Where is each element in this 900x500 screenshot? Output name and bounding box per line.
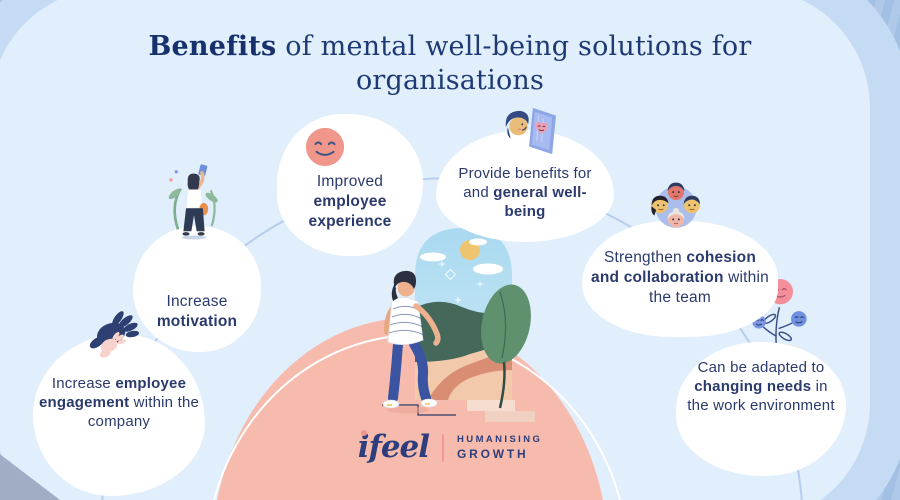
tagline-line2: GROWTH <box>457 447 529 461</box>
brand-logo: ifeel HUMANISING GROWTH <box>0 429 900 465</box>
benefit-bubble-wellbeing: Provide benefits for and general well-be… <box>436 130 614 242</box>
page-title: Benefits of mental well-being solutions … <box>130 30 770 98</box>
benefit-text: Increase employee engagement within the … <box>38 375 200 431</box>
tree <box>481 284 531 409</box>
hands-icon <box>86 306 144 362</box>
benefit-text: Can be adapted to changing needs in the … <box>687 359 835 415</box>
benefit-text: Increase motivation <box>156 293 238 330</box>
doorway-landscape-illustration <box>330 212 550 442</box>
ifeel-wordmark: ifeel <box>357 429 430 465</box>
benefit-bubble-experience: Improved employee experience <box>277 114 423 256</box>
benefit-bubble-engagement: Increase employee engagement within the … <box>33 334 205 496</box>
benefit-text: Strengthen cohesion and collaboration wi… <box>591 249 769 306</box>
person-celebrating-icon <box>163 160 225 244</box>
benefit-bubble-motivation: Increase motivation <box>133 226 261 352</box>
title-bold-word: Benefits <box>148 31 277 62</box>
person <box>382 270 441 414</box>
tagline-line1: HUMANISING <box>457 434 543 445</box>
logo-tagline: HUMANISING GROWTH <box>457 434 542 461</box>
smiley-face-icon <box>304 126 346 168</box>
logo-divider <box>442 433 445 462</box>
benefit-bubble-cohesion: Strengthen cohesion and collaboration wi… <box>582 221 778 337</box>
benefit-bubble-adaptability: Can be adapted to changing needs in the … <box>676 342 846 476</box>
benefit-text: Improved employee experience <box>308 173 392 230</box>
mirror-reflection-icon <box>498 106 562 158</box>
logo-dot <box>360 430 367 436</box>
title-rest: of mental well-being solutions for organ… <box>276 31 752 96</box>
team-faces-icon <box>643 175 709 243</box>
benefit-text: Provide benefits for and general well-be… <box>458 165 592 221</box>
